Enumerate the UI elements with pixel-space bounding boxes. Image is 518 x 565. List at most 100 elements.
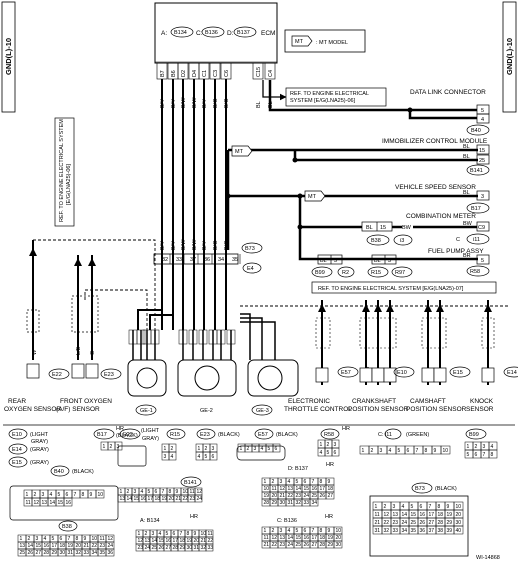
pin-number: 19: [328, 535, 334, 541]
svg-text:GRAY): GRAY): [142, 436, 159, 442]
pin-number: 9: [328, 528, 331, 534]
pin-number: 4: [141, 489, 144, 495]
pin-number: 23: [296, 493, 302, 499]
b73-pin: 35: [232, 257, 238, 263]
pin-number: 10: [98, 492, 104, 498]
pin-number: 18: [60, 543, 66, 549]
pin-number: 4: [50, 492, 53, 498]
pin-number: 24: [402, 520, 408, 526]
sensor-conn: E10: [397, 370, 407, 376]
ref-engine-bottom: REF. TO ENGINE ELECTRICAL SYSTEM [E/G(LN…: [311, 281, 497, 294]
side-title: GND(L)-10: [1, 1, 16, 113]
svg-text:HR: HR: [326, 462, 334, 468]
pin-number: 8: [438, 504, 441, 510]
pin-number: 26: [320, 493, 326, 499]
pin-number: 7: [180, 531, 183, 537]
pin-number: 11: [264, 535, 269, 541]
pin-number: 11: [190, 489, 195, 495]
pin-number: 19: [264, 493, 270, 499]
pin-number: 14: [296, 486, 302, 492]
pin-number: 2: [327, 442, 330, 448]
ground-ge2: GE-2: [177, 359, 237, 414]
pin-number: 23: [190, 496, 196, 502]
pin-number: 7: [312, 528, 315, 534]
pin-number: 12: [197, 489, 203, 495]
ground-ge3: GE-3: [247, 359, 299, 416]
pin-number: 32: [296, 500, 302, 506]
ecm-pin-label: C3: [213, 70, 219, 77]
sensor-name-2: (A/F) SENSOR: [56, 406, 100, 413]
pin-number: 7: [416, 448, 419, 454]
pin-number: 4: [198, 454, 201, 460]
pin-number: 6: [334, 450, 337, 456]
pin-number: 28: [320, 542, 326, 548]
pin-number: 24: [145, 545, 151, 551]
pin-number: 26: [304, 542, 310, 548]
ecm-pin-label: B6: [171, 70, 177, 77]
pin-number: 13: [20, 543, 26, 549]
left-shield: W L/B G: [26, 239, 156, 360]
svg-text:BW: BW: [402, 225, 412, 231]
svg-text:[E/G(LNA25)-06]: [E/G(LNA25)-06]: [66, 164, 72, 205]
pin-number: 39: [447, 528, 453, 534]
ecm-wire-color-lower: B/G: [224, 241, 230, 250]
pin-number: 14: [127, 496, 133, 502]
svg-text:15: 15: [380, 225, 386, 231]
pin-number: 29: [180, 545, 186, 551]
pin-number: 30: [280, 500, 286, 506]
module-dlc: DATA LINK CONNECTOR 5 4 B40: [410, 89, 490, 136]
pin-number: 15: [159, 538, 165, 544]
pin-number: 8: [82, 492, 85, 498]
pin-number: 33: [208, 545, 214, 551]
pin-number: 24: [108, 543, 114, 549]
pin-number: 5: [166, 531, 169, 537]
pin-number: 28: [438, 520, 444, 526]
pin-number: 1: [198, 446, 201, 452]
pin-number: 32: [384, 528, 390, 534]
ecm-wire-color-lower: B/G: [213, 241, 219, 250]
pin-number: 2: [127, 489, 130, 495]
pin-number: 6: [420, 504, 423, 510]
svg-text:B141: B141: [184, 480, 197, 486]
pin-number: 25: [20, 550, 26, 556]
ref-engine-top-1: REF. TO ENGINE ELECTRICAL: [290, 91, 369, 97]
sensor-name-2: SENSOR: [466, 406, 494, 413]
bl-bus-wires: [225, 80, 478, 261]
svg-text:L/B: L/B: [76, 346, 82, 355]
pin-number: 8: [76, 536, 79, 542]
pin-number: 2: [247, 446, 250, 452]
module-meter: COMBINATION METER BL 15 BW C9 BW C i11 B…: [361, 213, 490, 246]
pin-number: 2: [371, 448, 374, 454]
pin-number: 26: [28, 550, 34, 556]
doc-id: WI-14868: [476, 555, 500, 561]
b73-pin: 34: [218, 257, 224, 263]
pin-number: 12: [108, 536, 114, 542]
pin-number: 27: [312, 542, 318, 548]
mt-legend: MT : MT MODEL: [284, 29, 366, 53]
pin-number: 6: [212, 454, 215, 460]
svg-text:BL: BL: [463, 144, 470, 150]
pin-number: 38: [438, 528, 444, 534]
svg-text:(GREEN): (GREEN): [406, 432, 429, 438]
pin-number: 21: [84, 543, 90, 549]
pin-number: 8: [491, 452, 494, 458]
svg-text:B38: B38: [371, 238, 381, 244]
pin-number: 14: [402, 512, 408, 518]
pin-number: 17: [52, 543, 58, 549]
pin-number: 3: [483, 444, 486, 450]
ref-engine-top: REF. TO ENGINE ELECTRICAL SYSTEM [E/G(LN…: [262, 80, 387, 107]
pin-number: 11: [26, 500, 31, 506]
svg-text:5: 5: [481, 258, 484, 264]
pin-number: 16: [141, 496, 147, 502]
svg-text:3: 3: [388, 258, 391, 264]
pin-number: 11: [100, 536, 105, 542]
pin-number: 14: [152, 538, 158, 544]
pin-number: 15: [58, 500, 64, 506]
pin-number: 28: [173, 545, 179, 551]
pin-number: 4: [402, 504, 405, 510]
pin-number: 2: [145, 531, 148, 537]
pin-number: 15: [411, 512, 417, 518]
pin-number: 13: [288, 486, 294, 492]
pin-number: 22: [208, 538, 214, 544]
